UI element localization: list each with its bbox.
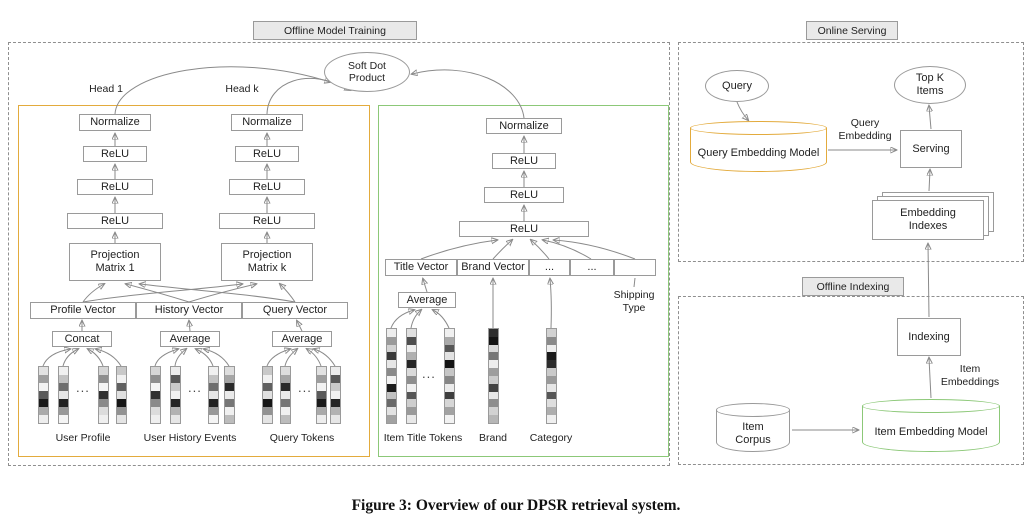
average-history-node: Average xyxy=(160,331,220,347)
top-k-items-node: Top K Items xyxy=(894,66,966,104)
embedding-vector-glyph xyxy=(546,328,557,424)
projection-matrix-k-node: Projection Matrix k xyxy=(221,243,313,281)
offline-training-region-label: Offline Model Training xyxy=(253,21,417,40)
query-embedding-model-text: Query Embedding Model xyxy=(697,146,820,159)
title-vector-node: Title Vector xyxy=(385,259,457,276)
online-serving-region-label: Online Serving xyxy=(806,21,898,40)
embedding-vector-glyph xyxy=(58,366,69,424)
query-node: Query xyxy=(705,70,769,102)
ellipsis-text: ... xyxy=(298,380,312,395)
user-history-events-label: User History Events xyxy=(143,431,237,444)
brand-label: Brand xyxy=(478,431,508,444)
embedding-vector-glyph xyxy=(170,366,181,424)
brand-vector-node: Brand Vector xyxy=(457,259,529,276)
average-query-node: Average xyxy=(272,331,332,347)
embedding-vector-glyph xyxy=(98,366,109,424)
offline-training-region-label-text: Offline Model Training xyxy=(284,24,386,37)
head1-relu-node-1: ReLU xyxy=(83,146,147,162)
profile-vector-node: Profile Vector xyxy=(30,302,136,319)
ellipsis-text: ... xyxy=(188,380,202,395)
offline-indexing-region xyxy=(678,296,1024,465)
indexing-node: Indexing xyxy=(897,318,961,356)
item-relu-node-3: ReLU xyxy=(459,221,589,237)
figure-caption: Figure 3: Overview of our DPSR retrieval… xyxy=(351,497,681,514)
item-embedding-model-node: Item Embedding Model xyxy=(861,399,1001,452)
embedding-vector-glyph xyxy=(38,366,49,424)
embedding-vector-glyph xyxy=(150,366,161,424)
item-corpus-text: Item Corpus xyxy=(735,421,771,446)
embedding-vector-glyph xyxy=(262,366,273,424)
offline-indexing-region-label: Offline Indexing xyxy=(802,277,904,296)
online-serving-region-label-text: Online Serving xyxy=(817,24,887,37)
ellipsis-text: ... xyxy=(422,366,436,381)
item-average-node: Average xyxy=(398,292,456,308)
headk-relu-node-3: ReLU xyxy=(219,213,315,229)
soft-dot-product-node: Soft Dot Product xyxy=(324,52,410,92)
shipping-type-feature-node xyxy=(614,259,656,276)
offline-indexing-region-label-text: Offline Indexing xyxy=(816,280,890,293)
offline-training-region xyxy=(8,42,670,466)
embedding-vector-glyph xyxy=(330,366,341,424)
feature-ellipsis-node-1: ... xyxy=(529,259,570,276)
item-embedding-model-text: Item Embedding Model xyxy=(874,425,988,438)
headk-normalize-node: Normalize xyxy=(231,114,303,131)
head-k-label: Head k xyxy=(225,82,259,95)
head1-relu-node-3: ReLU xyxy=(67,213,163,229)
history-vector-node: History Vector xyxy=(136,302,242,319)
headk-relu-node-2: ReLU xyxy=(229,179,305,195)
embedding-vector-glyph xyxy=(116,366,127,424)
query-tokens-label: Query Tokens xyxy=(269,431,335,444)
item-relu-node-2: ReLU xyxy=(484,187,564,203)
query-vector-node: Query Vector xyxy=(242,302,348,319)
online-serving-region xyxy=(678,42,1024,262)
embedding-vector-glyph xyxy=(406,328,417,424)
item-normalize-node: Normalize xyxy=(486,118,562,134)
embedding-vector-glyph xyxy=(488,328,499,424)
item-title-tokens-label: Item Title Tokens xyxy=(383,431,463,444)
query-embedding-model-node: Query Embedding Model xyxy=(689,121,828,172)
item-relu-node-1: ReLU xyxy=(492,153,556,169)
user-profile-label: User Profile xyxy=(55,431,111,444)
embedding-vector-glyph xyxy=(280,366,291,424)
item-corpus-node: Item Corpus xyxy=(715,403,791,452)
concat-node: Concat xyxy=(52,331,112,347)
head-1-label: Head 1 xyxy=(89,82,123,95)
embedding-vector-glyph xyxy=(316,366,327,424)
embedding-vector-glyph xyxy=(444,328,455,424)
item-embeddings-arrow-label: Item Embeddings xyxy=(940,363,1000,388)
embedding-vector-glyph xyxy=(208,366,219,424)
serving-node: Serving xyxy=(900,130,962,168)
projection-matrix-1-node: Projection Matrix 1 xyxy=(69,243,161,281)
category-label: Category xyxy=(529,431,573,444)
head1-normalize-node: Normalize xyxy=(79,114,151,131)
head1-relu-node-2: ReLU xyxy=(77,179,153,195)
embedding-vector-glyph xyxy=(224,366,235,424)
embedding-vector-glyph xyxy=(386,328,397,424)
query-embedding-arrow-label: Query Embedding xyxy=(838,117,892,142)
shipping-type-label: Shipping Type xyxy=(613,289,655,314)
headk-relu-node-1: ReLU xyxy=(235,146,299,162)
ellipsis-text: ... xyxy=(76,380,90,395)
feature-ellipsis-node-2: ... xyxy=(570,259,614,276)
embedding-indexes-node: Embedding Indexes xyxy=(872,200,984,240)
